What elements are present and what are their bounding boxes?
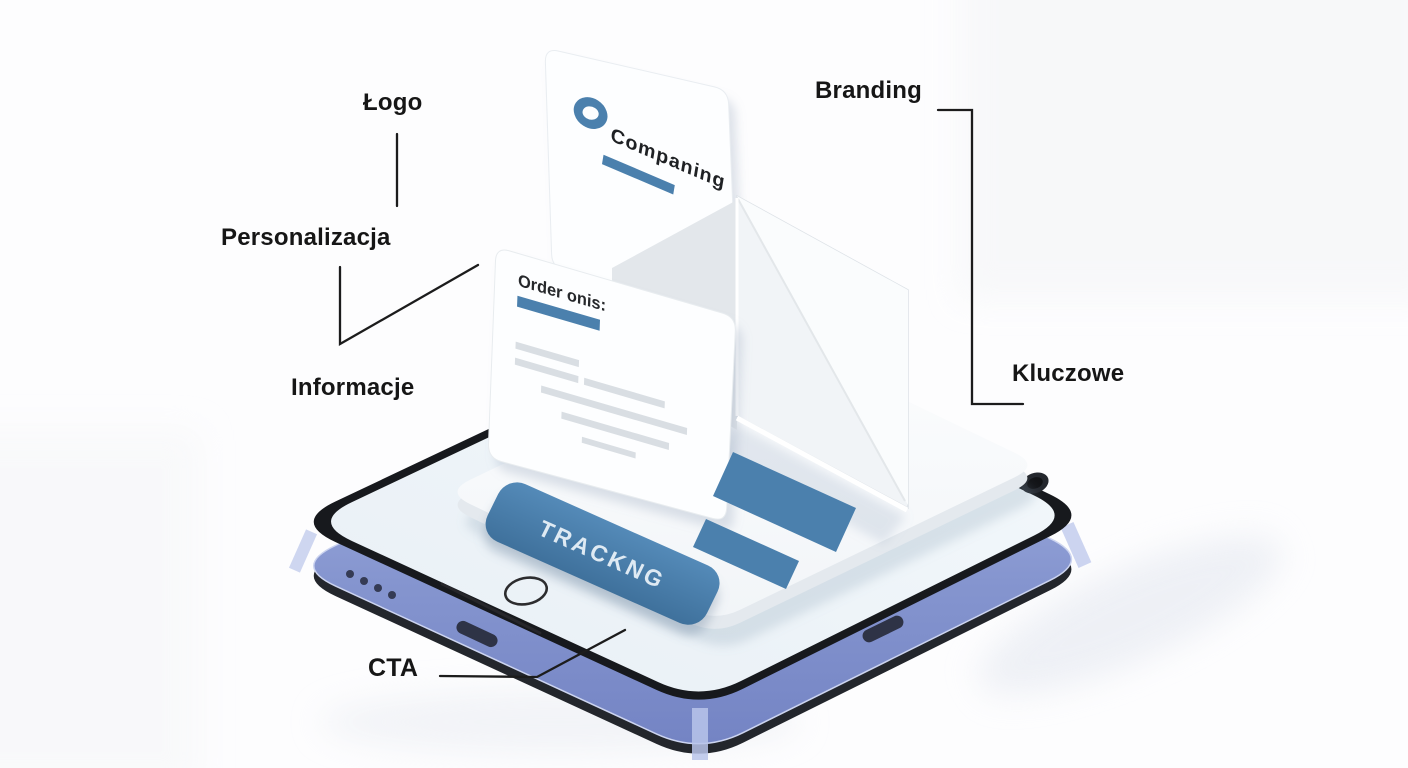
antenna-strip-bottom (692, 708, 708, 760)
speaker-hole-dot (374, 584, 382, 592)
placeholder-text-bar (561, 411, 670, 450)
brand-underline-bar (601, 154, 675, 195)
speaker-hole-dot (388, 591, 396, 599)
label-kluczowe: Kluczowe (1012, 360, 1125, 387)
placeholder-text-bar (515, 341, 580, 368)
envelope-fold-line (737, 198, 906, 502)
antenna-strip-right (1060, 522, 1092, 568)
placeholder-text-bar (583, 377, 665, 409)
phone-ground-shadow-right (978, 535, 1282, 695)
tracking-button-base (485, 482, 720, 625)
key-element-rect-large (713, 452, 856, 552)
branding-kluczowe-bracket-line (936, 108, 1025, 406)
label-branding: Branding (815, 77, 922, 104)
placeholder-text-bar (581, 436, 636, 459)
ring-icon (573, 97, 608, 129)
antenna-band-strips (288, 522, 1092, 760)
label-personalizacja: Personalizacja (221, 224, 391, 251)
annotation-pointer-lines (338, 108, 1025, 679)
background-wash-top-right (960, 0, 1408, 300)
label-informacje: Informacje (291, 374, 415, 401)
camera-lens-icon (1027, 477, 1043, 489)
screen-accent-line (440, 582, 542, 635)
label-cta: CTA (368, 654, 419, 682)
envelope-bottom-edge-highlight (735, 415, 909, 513)
personalizacja-pointer-line (338, 263, 480, 346)
label-logo: Łogo (363, 89, 423, 116)
placeholder-text-bar (540, 385, 688, 436)
placeholder-text-bar (514, 357, 579, 384)
background-wash-left (0, 430, 200, 768)
speaker-hole-dot (346, 570, 354, 578)
order-card (487, 249, 736, 520)
order-accent-bar (517, 295, 601, 331)
cta-pointer-line (438, 628, 627, 679)
speaker-hole-dot (360, 577, 368, 585)
usb-port-left-icon (456, 620, 498, 648)
key-element-rect-small (693, 519, 799, 589)
antenna-strip-left (288, 529, 318, 573)
usb-port-right-icon (862, 615, 904, 643)
speaker-holes (346, 570, 396, 599)
envelope-shadow (717, 424, 906, 544)
home-button-circle-icon (503, 576, 549, 606)
